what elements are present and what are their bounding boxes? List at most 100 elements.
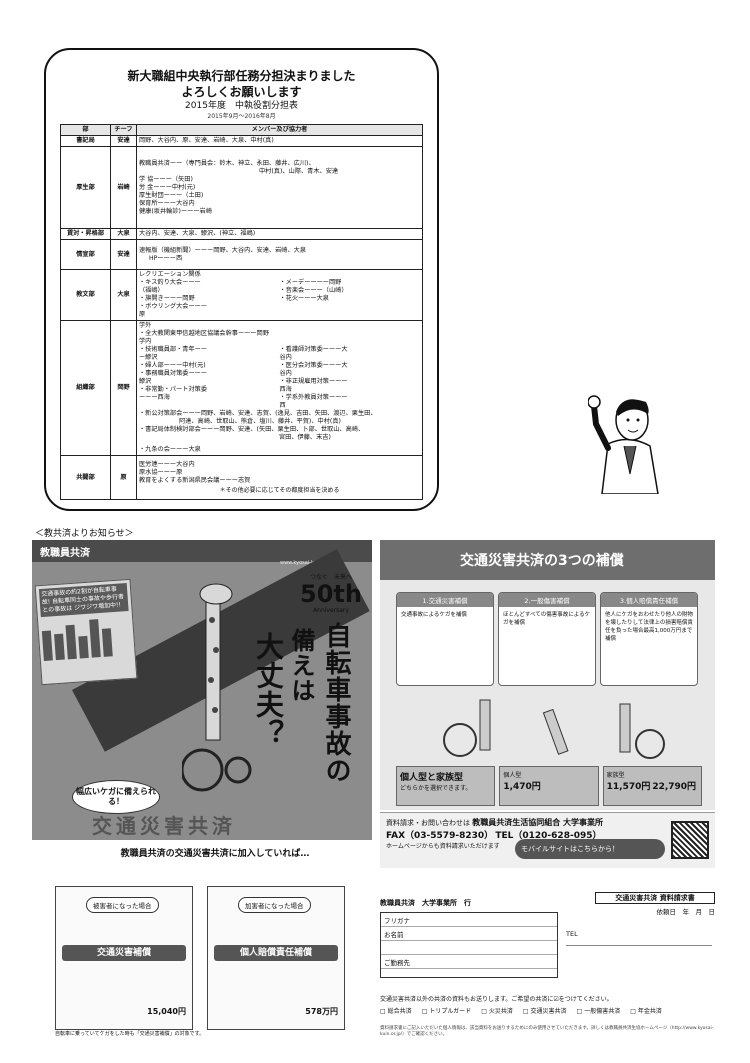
table-header-row: 部 チーフ メンバー及び協力者: [60, 124, 423, 136]
dept-cell: 組織部: [60, 320, 111, 456]
member-line: 健康(坂井輪診)ーーー岩崎: [139, 207, 212, 215]
mobile-site-button[interactable]: モバイルサイトはこちらから！: [515, 839, 665, 859]
role-assignment-box: 新大職組中央執行部任務分担決まりました よろしくお願いします 2015年度 中執…: [44, 48, 439, 511]
dept-cell: 共闘部: [60, 455, 111, 500]
document-request-form: 教職員共済 大学事業所 行 交通災害共済 資料請求書 依頼日 年 月 日 フリガ…: [380, 870, 715, 1040]
flyer-url: www.kyosai-kuin.or.jp: [280, 560, 334, 566]
benefits-lead: 教職員共済の交通災害共済に加入していれば…: [120, 849, 310, 859]
coverage-text: 交通事故によるケガを補償: [401, 612, 467, 618]
member-line: ・事務職員対策委ーーー鯵沢: [139, 370, 208, 385]
member-line: ・技術職員部・青年ーーー鯵沢: [139, 346, 208, 361]
mobile-site-label: モバイルサイトはこちらから！: [521, 845, 619, 853]
option-checkbox[interactable]: 一般傷害共済: [577, 1006, 620, 1015]
footnote: ＊その他必要に応じてその都度担当を決める: [219, 486, 340, 494]
plan-price-2: 22,790円: [652, 782, 697, 792]
section-label: ＜教共済よりお知らせ＞: [35, 529, 134, 539]
table-row: 厚生部 岩崎 教職員共済ーー（専門員会：鈴木、神立、永田、藤井、広川)、 中村(…: [60, 146, 423, 229]
plan-name: 個人型: [503, 772, 522, 779]
perpetrator-case-card: 加害者になった場合 個人賠償責任補償 578万円: [207, 886, 345, 1030]
field-furigana[interactable]: フリガナ: [381, 913, 557, 927]
members-cell: 岡野、大谷内、原、安達、岩崎、大泉、中村(真): [136, 135, 423, 147]
three-coverages-flyer: 交通災害共済の3つの補償 1.交通災害補償 交通事故によるケガを補償 2.一般傷…: [380, 540, 715, 810]
role-table: 部 チーフ メンバー及び協力者 書記局 安達 岡野、大谷内、原、安達、岩崎、大泉…: [60, 124, 423, 500]
case-tag: 加害者になった場合: [238, 897, 311, 913]
announcement-subtitle: 2015年度 中執役割分担表: [185, 101, 298, 111]
enrollment-benefits-flyer: 教職員共済の交通災害共済に加入していれば… 被害者になった場合 交通災害補償 1…: [55, 846, 375, 1037]
member-line: 学内: [139, 338, 152, 345]
member-line: ・音楽会ーーー（山崎）: [279, 287, 348, 294]
option-checkbox[interactable]: 火災共済: [481, 1006, 513, 1015]
members-cell: 大谷内、安達、大泉、鯵沢、(神立、福嶋): [136, 228, 423, 240]
victim-case-card: 被害者になった場合 交通災害補償 15,040円: [55, 886, 193, 1030]
coverages-title: 交通災害共済の3つの補償: [380, 540, 715, 580]
plan-type-label: 個人型と家族型: [400, 773, 464, 783]
option-checkbox[interactable]: 総合共済: [380, 1006, 412, 1015]
coverage-card-2: 2.一般傷害補償 ほとんどすべての傷害事故によるケガを補償: [498, 592, 596, 686]
option-checkbox[interactable]: トリプルガード: [422, 1006, 471, 1015]
member-line: HPーーー西: [149, 254, 183, 262]
coverage-card-3: 3.個人賠償責任補償 他人にケガをおわせたり他人の財物を壊したりして法律上の損害…: [600, 592, 698, 686]
field-name[interactable]: お名前: [381, 927, 557, 941]
contact-fax: FAX（03-5579-8230）: [386, 831, 494, 841]
stats-bar-chart: [41, 615, 132, 662]
member-line: ・医分会対策委ーーー大谷内: [279, 362, 348, 377]
member-line: ・婦人部ーーー中村(元): [139, 362, 206, 369]
table-row: 情宣部 安達 速報版（機組新聞）ーーー岡野、大谷内、安達、岩崎、大泉 HPーーー…: [60, 239, 423, 270]
businessman-mascot-illustration: [588, 395, 659, 494]
case-tag: 被害者になった場合: [86, 897, 159, 913]
members-cell: レクリエーション関係 ・キス釣り大会ーーー（福嶋） ・旗開きーーー岡野 ・ボウリ…: [136, 269, 423, 321]
anniversary-logo: つなぐ 未来へ 50th Anniversary: [296, 572, 366, 614]
field-label: ご勤務先: [384, 959, 410, 967]
coverage-text: 他人にケガをおわせたり他人の財物を壊したりして法律上の損害賠償責任を負った場合最…: [605, 612, 694, 642]
col-dept: 部: [60, 124, 111, 136]
member-line: ・書記局体制検討部会ーーー岡野、安達、(矢田、栗生田、卜部、世取山、高崎、: [139, 426, 365, 433]
chief-cell: 岩崎: [110, 146, 137, 229]
member-line: 原水協ーーー原: [139, 468, 183, 476]
announcement-period: 2015年9月〜2016年8月: [207, 113, 276, 120]
anniversary-number: 50th: [300, 580, 362, 608]
form-fields: フリガナ お名前 ご勤務先: [380, 912, 558, 978]
dept-cell: 書記局: [60, 135, 111, 147]
plan-kazoku: 家族型 11,570円 22,790円: [602, 766, 702, 806]
form-footer: 資料請求書にご記入いただいた個人情報は、該当資料をお送りするためにのみ使用させて…: [380, 1026, 714, 1037]
member-line: 宮田、伊藤、末吉): [279, 434, 331, 441]
member-line: 教育をよくする新潟県民会議ーーー志賀: [139, 476, 251, 484]
field-workplace[interactable]: ご勤務先: [381, 955, 557, 969]
option-checkbox[interactable]: 交通災害共済: [523, 1006, 567, 1015]
field-address[interactable]: [381, 941, 557, 955]
member-line: ・非常勤・パート対策委ーーー西海: [139, 386, 208, 401]
option-checkbox[interactable]: 年金共済: [630, 1006, 662, 1015]
contact-strip: 資料請求・お問い合わせは 教職員共済生活協同組合 大学事業所 FAX（03-55…: [380, 812, 715, 868]
anniversary-tagline: つなぐ 未来へ: [309, 574, 352, 581]
member-line: ・ボウリング大会ーーー原: [139, 303, 208, 318]
coverage-title: 1.交通災害補償: [397, 593, 493, 607]
case-coverage-title: 交通災害補償: [62, 945, 186, 961]
plan-name: 家族型: [606, 772, 625, 779]
coverage-card-1: 1.交通災害補償 交通事故によるケガを補償: [396, 592, 494, 686]
chief-cell: 原: [110, 455, 137, 500]
member-line: ・花火ーーー大泉: [279, 295, 330, 302]
member-line: 学 協ーーー（矢田): [139, 175, 193, 183]
member-line: ・全大教関東甲信越地区協議会幹事ーーー岡野: [139, 330, 269, 337]
plan-kojin: 個人型 1,470円: [499, 766, 599, 806]
contact-tel: TEL（0120-628-095）: [495, 831, 602, 841]
form-check-instruction: 交通災害共済以外の共済の資料もお送りします。ご希望の共済に☑をつけてください。: [380, 996, 613, 1003]
chief-cell: 岡野: [110, 320, 137, 456]
qr-code-icon: [671, 821, 709, 859]
member-line: 学外: [139, 322, 152, 329]
col-chief: チーフ: [110, 124, 137, 136]
field-label: TEL: [566, 930, 578, 938]
col-members: メンバー及び協力者: [136, 124, 423, 136]
contact-web-note: ホームページからも資料請求いただけます: [386, 843, 500, 850]
giraffe-group-illustration: [443, 699, 665, 759]
form-options: 総合共済 トリプルガード 火災共済 交通災害共済 一般傷害共済 年金共済: [380, 1006, 662, 1015]
field-tel[interactable]: TEL: [566, 930, 712, 946]
member-line: 保育所ーーー大谷内: [139, 199, 195, 207]
member-line: レクリエーション関係: [139, 271, 201, 278]
dept-cell: 教文部: [60, 269, 111, 321]
member-line: 阿達、高崎、世取山、熊倉、塩川、藤井、平賀)、中村(真): [179, 418, 341, 425]
two-column-list: ・技術職員部・青年ーーー鯵沢 ・婦人部ーーー中村(元) ・事務職員対策委ーーー鯵…: [139, 346, 420, 410]
chief-cell: 大泉: [110, 228, 137, 240]
coverage-badge: 幅広いケガに備えられる！: [72, 780, 160, 814]
case-coverage-title: 個人賠償責任補償: [214, 945, 338, 961]
